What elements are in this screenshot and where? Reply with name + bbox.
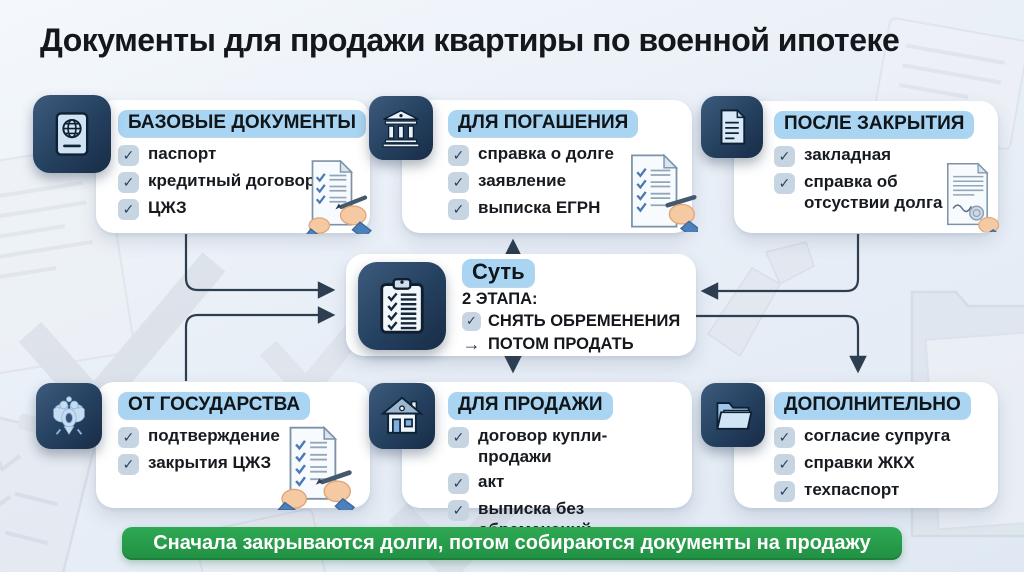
check-icon: ✓ — [118, 199, 139, 220]
bank-icon — [369, 96, 433, 160]
card-basic-title: БАЗОВЫЕ ДОКУМЕНТЫ — [118, 110, 366, 137]
arrow-right-icon: → — [462, 333, 481, 354]
list-item: ✓договор купли-продажи — [448, 426, 680, 467]
essence-step-1: ✓ СНЯТЬ ОБРЕМЕНЕНИЯ — [462, 311, 690, 331]
check-icon: ✓ — [462, 311, 481, 331]
essence-step-2: → ПОТОМ ПРОДАТЬ — [462, 333, 634, 354]
list-item: ✓закладная — [774, 145, 944, 167]
card-for-sale: ДЛЯ ПРОДАЖИ ✓договор купли-продажи ✓акт … — [402, 382, 692, 539]
folder-icon — [701, 383, 765, 447]
writing-hands-illustration — [306, 159, 372, 234]
writing-hand-illustration — [631, 153, 698, 232]
banner-text: Сначала закрываются долги, потом собираю… — [153, 532, 871, 554]
check-icon: ✓ — [774, 173, 795, 194]
list-item: ✓выписка ЕГРН — [448, 198, 680, 220]
card-repayment-title: ДЛЯ ПОГАШЕНИЯ — [448, 110, 639, 137]
check-icon: ✓ — [118, 427, 139, 448]
state-emblem-icon — [36, 383, 102, 449]
document-icon — [701, 96, 763, 158]
check-icon: ✓ — [448, 473, 469, 495]
writing-hands-illustration — [277, 425, 356, 510]
list-item: ✓справка о долге — [448, 144, 680, 166]
check-icon: ✓ — [774, 427, 795, 448]
list-item: ✓закрытия ЦЖЗ — [118, 453, 358, 475]
check-icon: ✓ — [448, 145, 469, 166]
clipboard-icon — [358, 262, 446, 350]
check-icon: ✓ — [118, 172, 139, 193]
list-item: ✓акт — [448, 472, 680, 495]
check-icon: ✓ — [774, 481, 795, 502]
check-icon: ✓ — [448, 500, 469, 522]
essence-subtitle: 2 ЭТАПА: — [462, 290, 538, 308]
card-state-title: ОТ ГОСУДАРСТВА — [118, 392, 311, 419]
list-item: ✓справка об отсуствии долга — [774, 172, 944, 213]
card-after-items: ✓закладная ✓справка об отсуствии долга — [774, 145, 944, 213]
card-basic-items: ✓паспорт ✓кредитный договор ✓ЦЖЗ — [118, 144, 358, 220]
check-icon: ✓ — [448, 199, 469, 220]
check-icon: ✓ — [118, 145, 139, 166]
stamped-document-illustration — [947, 162, 1000, 232]
check-icon: ✓ — [118, 454, 139, 475]
list-item: ✓паспорт — [118, 144, 358, 166]
passport-icon — [33, 95, 111, 173]
list-item: ✓кредитный договор — [118, 171, 358, 193]
card-sale-items: ✓договор купли-продажи ✓акт ✓выписка без… — [448, 426, 680, 541]
page-title: Документы для продажи квартиры по военно… — [40, 22, 900, 58]
list-item: ✓согласие супруга — [774, 426, 986, 448]
house-icon — [369, 383, 435, 449]
card-after-title: ПОСЛЕ ЗАКРЫТИЯ — [774, 111, 975, 138]
list-item: ✓техпаспорт — [774, 480, 986, 502]
check-icon: ✓ — [448, 172, 469, 193]
card-state-items: ✓подтверждение ✓закрытия ЦЖЗ — [118, 426, 358, 475]
card-additional-title: ДОПОЛНИТЕЛЬНО — [774, 392, 971, 419]
list-item: ✓подтверждение — [118, 426, 358, 448]
list-item: ✓справки ЖКХ — [774, 453, 986, 475]
list-item: ✓ЦЖЗ — [118, 198, 358, 220]
bottom-summary-banner: Сначала закрываются долги, потом собираю… — [122, 527, 902, 560]
check-icon: ✓ — [774, 454, 795, 475]
card-additional: ДОПОЛНИТЕЛЬНО ✓согласие супруга ✓справки… — [734, 382, 998, 508]
essence-title: Суть — [462, 259, 535, 287]
card-sale-title: ДЛЯ ПРОДАЖИ — [448, 392, 613, 419]
list-item: ✓заявление — [448, 171, 680, 193]
check-icon: ✓ — [774, 146, 795, 167]
card-repayment-items: ✓справка о долге ✓заявление ✓выписка ЕГР… — [448, 144, 680, 220]
card-additional-items: ✓согласие супруга ✓справки ЖКХ ✓техпаспо… — [774, 426, 986, 502]
check-icon: ✓ — [448, 427, 469, 448]
